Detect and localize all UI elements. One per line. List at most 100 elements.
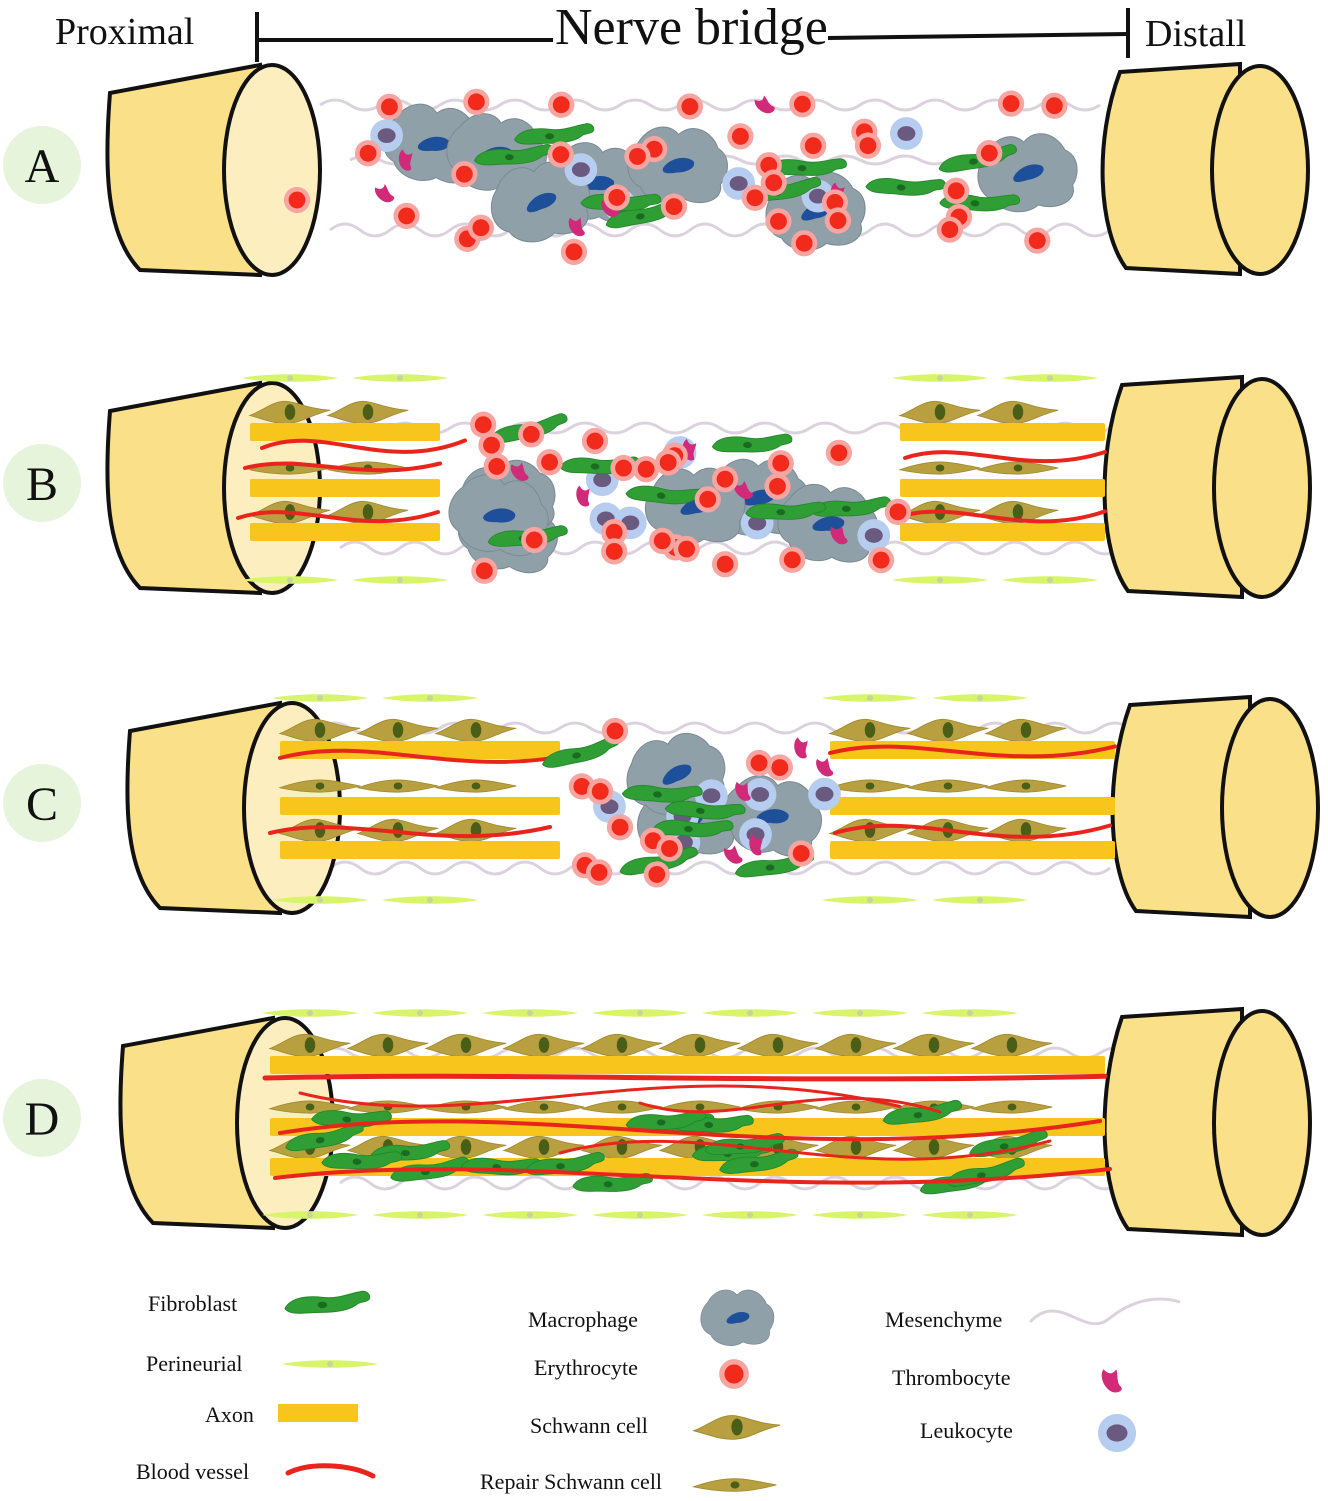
erythrocyte [745, 749, 773, 777]
panel-b [105, 374, 1312, 600]
axon [270, 1056, 1105, 1074]
blood-vessel [278, 1119, 1102, 1142]
mesenchyme-strand [329, 222, 1111, 238]
schwann-cell [893, 1033, 975, 1057]
perineurial-cell [892, 374, 988, 382]
legend-fibroblast-icon [284, 1290, 371, 1314]
erythrocyte [660, 193, 688, 220]
erythrocyte [463, 88, 490, 115]
perineurial-cell [482, 1211, 578, 1219]
erythrocyte [467, 214, 495, 241]
erythrocyte [727, 123, 754, 150]
erythrocyte [936, 216, 963, 243]
erythrocyte [825, 439, 853, 467]
panel-label-circle [3, 444, 81, 522]
legend-perineurial-icon [282, 1360, 378, 1368]
erythrocyte [354, 140, 382, 167]
erythrocyte [788, 840, 815, 867]
distal-stump-body [1102, 1006, 1244, 1238]
erythrocyte [779, 546, 806, 573]
perineurial-cell [262, 1009, 358, 1017]
perineurial-cell [1002, 576, 1098, 584]
panel-label-c: C [3, 764, 81, 842]
leukocyte [857, 519, 891, 552]
erythrocyte [471, 557, 498, 584]
perineurial-cell [702, 1009, 798, 1017]
repair-schwann-cell [977, 461, 1059, 475]
thrombocyte [373, 182, 396, 206]
legend-schwann-cell-icon [693, 1415, 781, 1440]
fibroblast [864, 170, 947, 202]
schwann-cell [503, 1033, 585, 1057]
legend-macrophage-label: Macrophage [528, 1307, 638, 1332]
panel-a [105, 61, 1310, 278]
schwann-cell [899, 400, 981, 424]
schwann-cell [327, 400, 409, 424]
perineurial-cell [702, 1211, 798, 1219]
schwann-cell [347, 1033, 429, 1057]
repair-schwann-cell [435, 779, 517, 793]
leukocyte [808, 777, 841, 811]
bridge-bracket-line-right [827, 32, 1129, 40]
erythrocyte [518, 421, 545, 448]
perineurial-cell [922, 1211, 1018, 1219]
distal-stump-face [1212, 1009, 1312, 1237]
distal-stump-face [1220, 697, 1320, 919]
erythrocyte [643, 861, 670, 888]
perineurial-cell [1002, 374, 1098, 382]
panel-letter: D [25, 1093, 60, 1146]
perineurial-cell [932, 896, 1028, 904]
perineurial-cell [592, 1211, 688, 1219]
axon [830, 841, 1115, 859]
perineurial-cell [242, 374, 338, 382]
panel-c [125, 694, 1320, 920]
mesenchyme-strand [339, 1175, 1121, 1191]
perineurial-cell [922, 1009, 1018, 1017]
erythrocyte [676, 93, 703, 120]
erythrocyte [587, 778, 614, 805]
distal-stump-body [1100, 61, 1242, 277]
blood-vessel [268, 825, 552, 839]
perineurial-cell [822, 694, 918, 702]
erythrocyte [393, 202, 420, 230]
blood-vessel [262, 1073, 1108, 1082]
thrombocyte [815, 757, 834, 778]
erythrocyte [791, 230, 818, 257]
blood-vessel [236, 510, 440, 524]
erythrocyte [694, 486, 721, 513]
schwann-cell [977, 400, 1059, 424]
erythrocyte [765, 208, 792, 235]
repair-schwann-cell [971, 1100, 1053, 1114]
erythrocyte [601, 538, 628, 565]
panel-letter: A [25, 140, 60, 193]
erythrocyte [824, 207, 852, 234]
erythrocyte [767, 450, 794, 477]
repair-schwann-cell [899, 461, 981, 475]
blood-vessel [260, 438, 467, 454]
panel-label-circle [3, 126, 81, 204]
distal-label: Distall [1145, 13, 1246, 55]
schwann-cell [357, 718, 439, 742]
schwann-cell [829, 718, 911, 742]
mesenchyme-strand [319, 98, 1101, 112]
panel-label-a: A [3, 126, 81, 204]
perineurial-cell [592, 1009, 688, 1017]
repair-schwann-cell [357, 779, 439, 793]
legend-erythrocyte-label: Erythrocyte [534, 1355, 638, 1380]
erythrocyte [624, 143, 651, 170]
erythrocyte [649, 527, 676, 554]
axon [900, 523, 1105, 541]
schwann-cell [435, 818, 517, 842]
legend-axon-icon [278, 1404, 358, 1422]
legend-macrophage-icon [700, 1289, 775, 1347]
erythrocyte [1024, 227, 1051, 254]
header: Proximal Nerve bridge Distall [55, 0, 1246, 62]
legend-mesenchyme-label: Mesenchyme [885, 1307, 1002, 1332]
proximal-label: Proximal [55, 11, 194, 53]
erythrocyte [943, 177, 970, 204]
blood-vessel [298, 1084, 902, 1108]
legend-leukocyte-icon [1097, 1413, 1137, 1453]
legend-axon-label: Axon [205, 1402, 254, 1427]
blood-vessel [558, 1139, 1052, 1161]
